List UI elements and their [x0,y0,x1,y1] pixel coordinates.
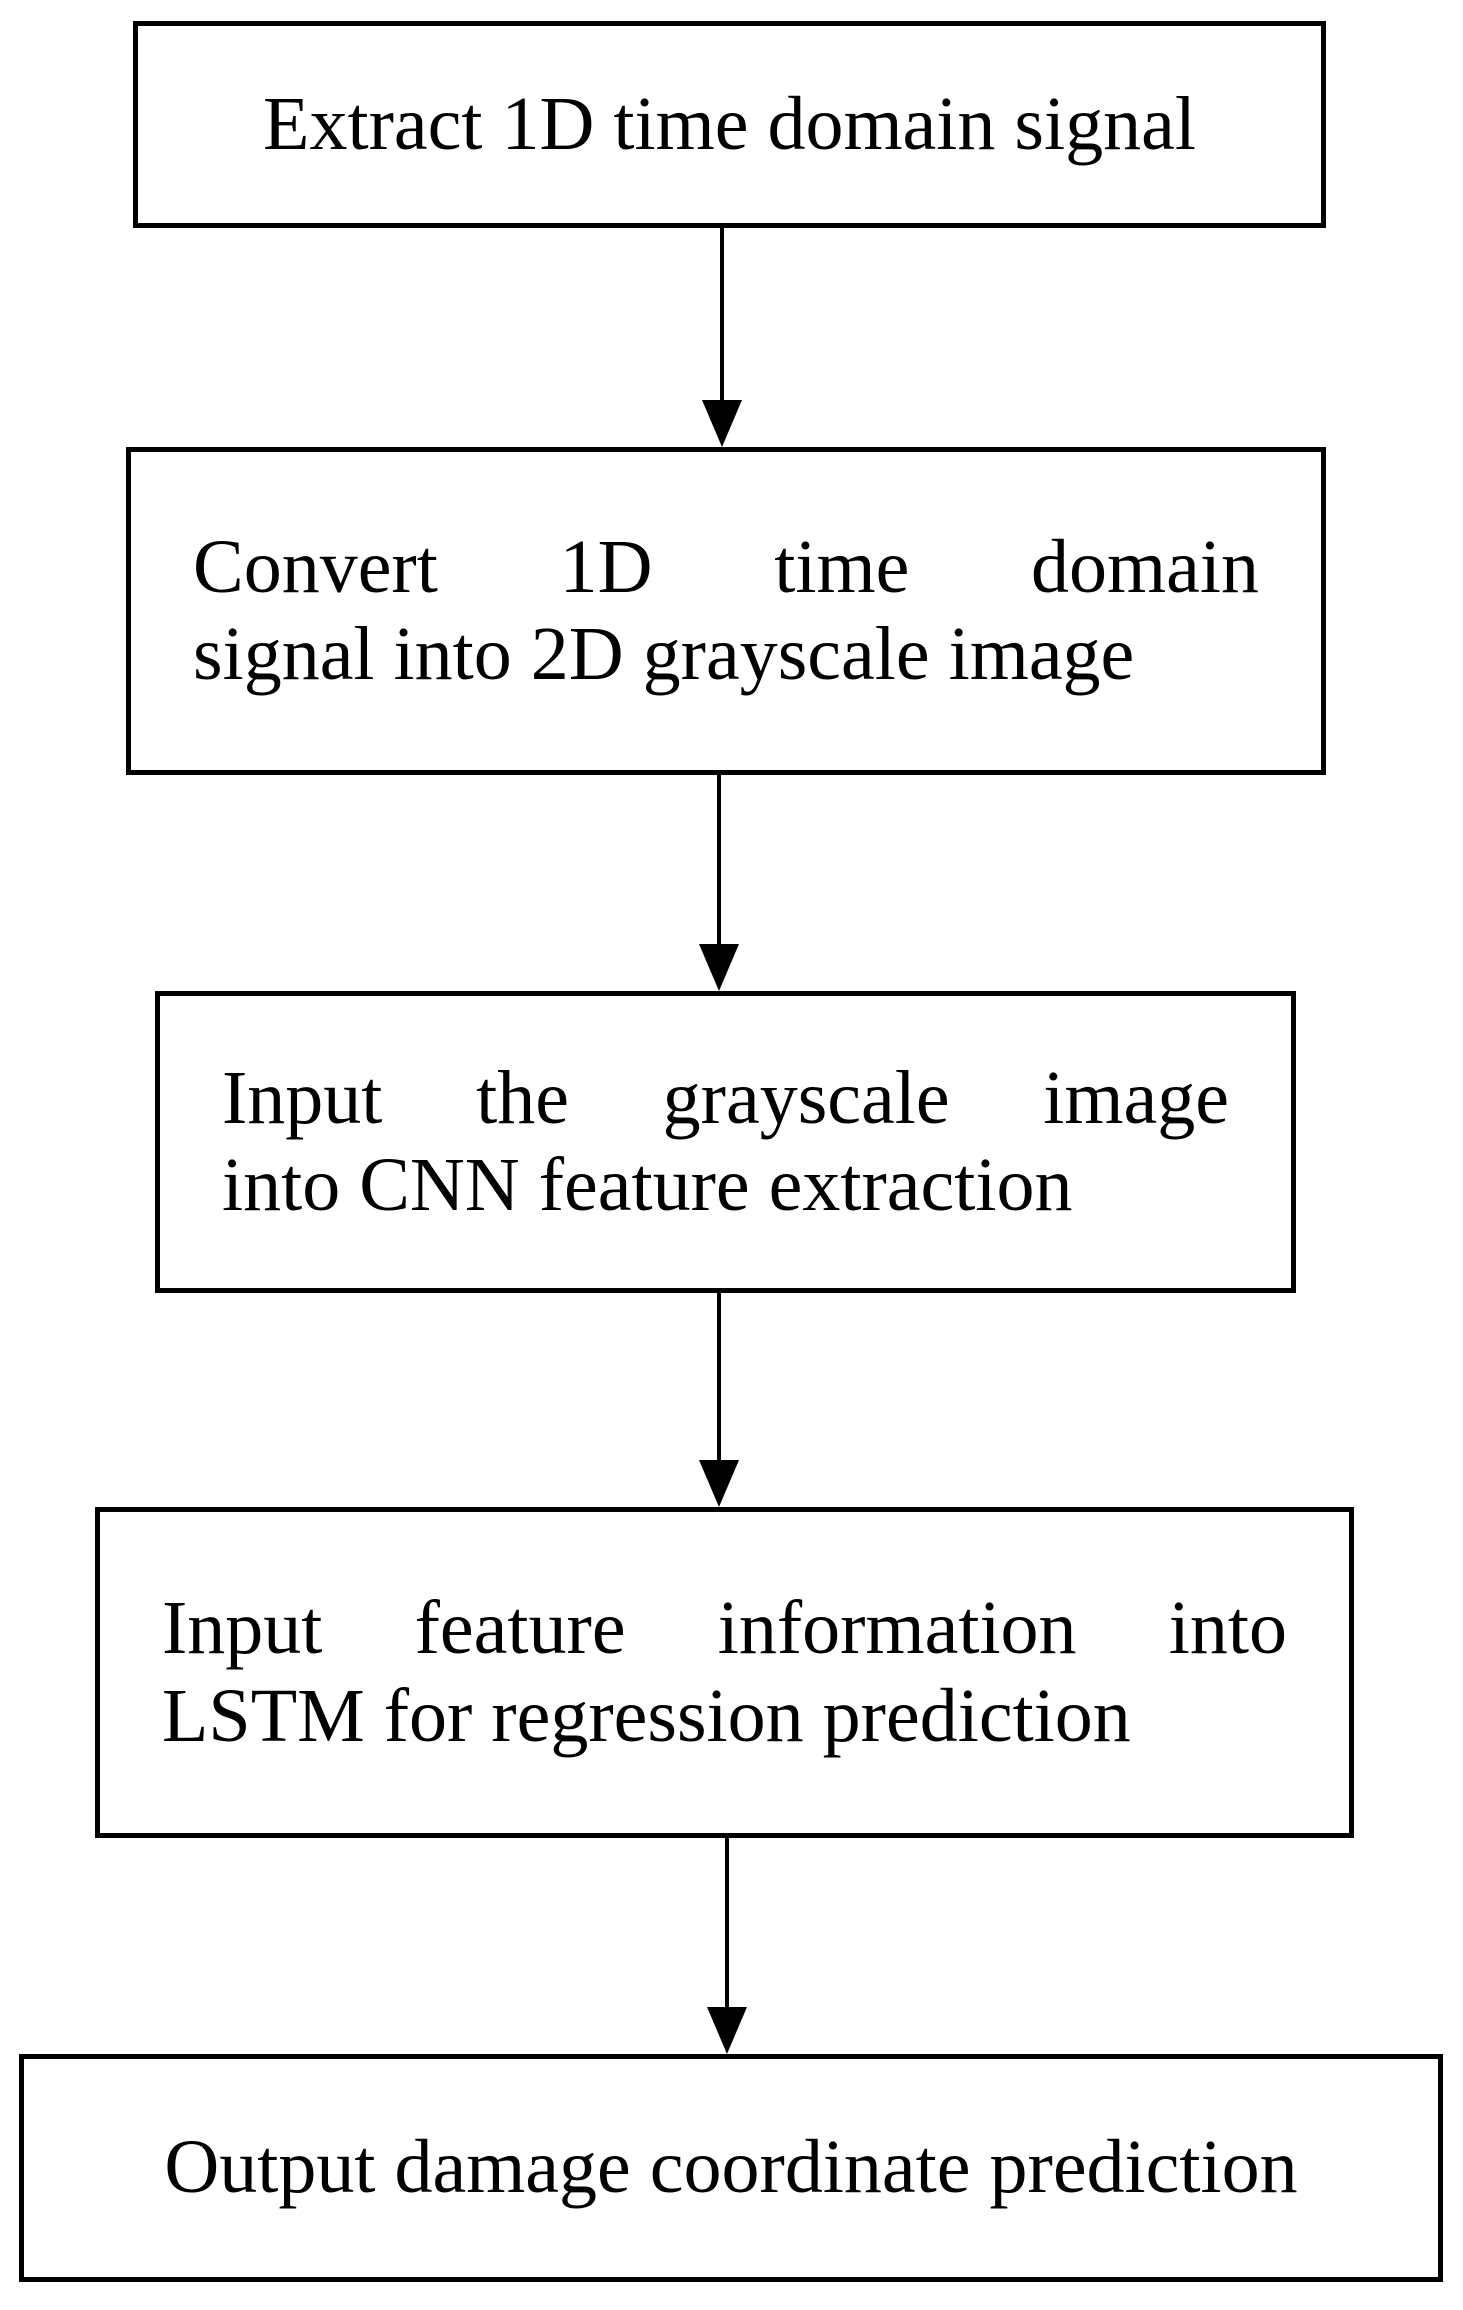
step-text-line: Output damage coordinate prediction [164,2125,1298,2210]
step-box-cnn-feature-extraction: Input the grayscale image into CNN feature … [155,991,1296,1293]
step-box-output-prediction: Output damage coordinate prediction [19,2054,1443,2282]
step-text-word: domain [1031,524,1259,609]
step-text: Input feature information into LSTM for reg… [100,1585,1349,1760]
step-box-convert-to-image: Convert 1D time domain signal into 2D grays… [126,447,1326,775]
step-text: Input the grayscale image into CNN feature … [160,1055,1291,1230]
step-text-line: LSTM for regression prediction [162,1673,1131,1758]
step-text-word: 1D [559,524,653,609]
step-text: Convert 1D time domain signal into 2D grays… [131,524,1321,699]
step-text-word: image [1043,1055,1229,1140]
step-text-word: the [476,1055,569,1140]
step-text-line: Extract 1D time domain signal [263,81,1196,166]
step-text-line: into CNN feature extraction [222,1143,1073,1227]
step-box-extract-signal: Extract 1D time domain signal [133,21,1326,228]
step-text-word: Convert [193,524,438,609]
step-text: Output damage coordinate prediction [164,2124,1297,2211]
step-text-word: into [1168,1586,1287,1671]
arrow-step2-to-step3 [699,775,739,991]
step-text-word: information [717,1586,1077,1671]
step-text-word: time [774,524,910,609]
arrow-step1-to-step2 [702,228,742,447]
step-box-lstm-regression: Input feature information into LSTM for reg… [95,1507,1354,1838]
step-text-word: Input [222,1055,383,1140]
step-text-word: grayscale [662,1055,950,1140]
arrow-step3-to-step4 [699,1293,739,1507]
arrow-step4-to-step5 [707,1838,747,2054]
step-text-line: Input feature information into [162,1585,1287,1672]
step-text-line: Convert 1D time domain [193,524,1259,611]
step-text-line: Input the grayscale image [222,1055,1229,1142]
step-text-line: signal into 2D grayscale image [193,612,1135,696]
step-text-word: feature [414,1586,626,1671]
step-text: Extract 1D time domain signal [263,81,1196,168]
step-text-word: Input [162,1586,323,1671]
